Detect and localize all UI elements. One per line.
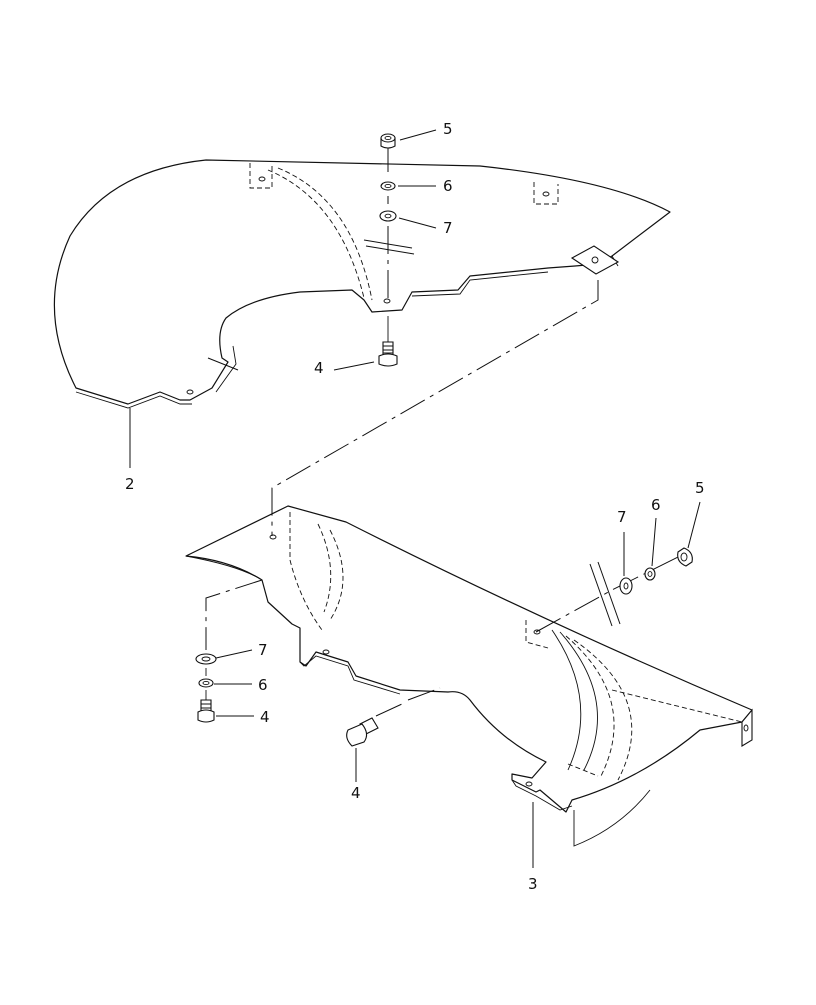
callout-upper-shield: 2 bbox=[125, 475, 135, 493]
callout-right-lockwasher: 6 bbox=[651, 496, 661, 514]
callout-right-nut: 5 bbox=[695, 479, 705, 497]
lockwasher-icon bbox=[380, 181, 396, 191]
alignment-line bbox=[271, 280, 599, 536]
left-fastener-axis bbox=[205, 579, 263, 650]
callout-lower-bolt: 4 bbox=[351, 784, 361, 802]
bolt-icon bbox=[346, 717, 379, 747]
flat-washer-icon bbox=[379, 210, 397, 222]
callout-left-lockwasher: 6 bbox=[258, 676, 268, 694]
lockwasher-icon bbox=[198, 678, 214, 688]
callout-upper-lockwasher: 6 bbox=[443, 177, 453, 195]
lower-shield bbox=[185, 505, 753, 847]
callout-left-washer: 7 bbox=[258, 641, 268, 659]
callout-upper-nut: 5 bbox=[443, 120, 453, 138]
callout-upper-bolt: 4 bbox=[314, 359, 324, 377]
callout-right-washer: 7 bbox=[617, 508, 627, 526]
lockwasher-icon bbox=[644, 567, 656, 581]
flat-washer-icon bbox=[195, 653, 217, 665]
callout-upper-washer: 7 bbox=[443, 219, 453, 237]
callout-left-bolt: 4 bbox=[260, 708, 270, 726]
lower-bolt-axis bbox=[375, 687, 441, 717]
upper-shield bbox=[53, 159, 671, 409]
hex-nut-icon bbox=[677, 547, 693, 567]
hex-nut-icon bbox=[380, 133, 396, 149]
callout-lower-shield: 3 bbox=[528, 875, 538, 893]
flat-washer-icon bbox=[619, 577, 633, 595]
bolt-icon bbox=[378, 341, 398, 367]
right-fastener-axis bbox=[535, 553, 685, 633]
bolt-icon bbox=[197, 699, 215, 723]
